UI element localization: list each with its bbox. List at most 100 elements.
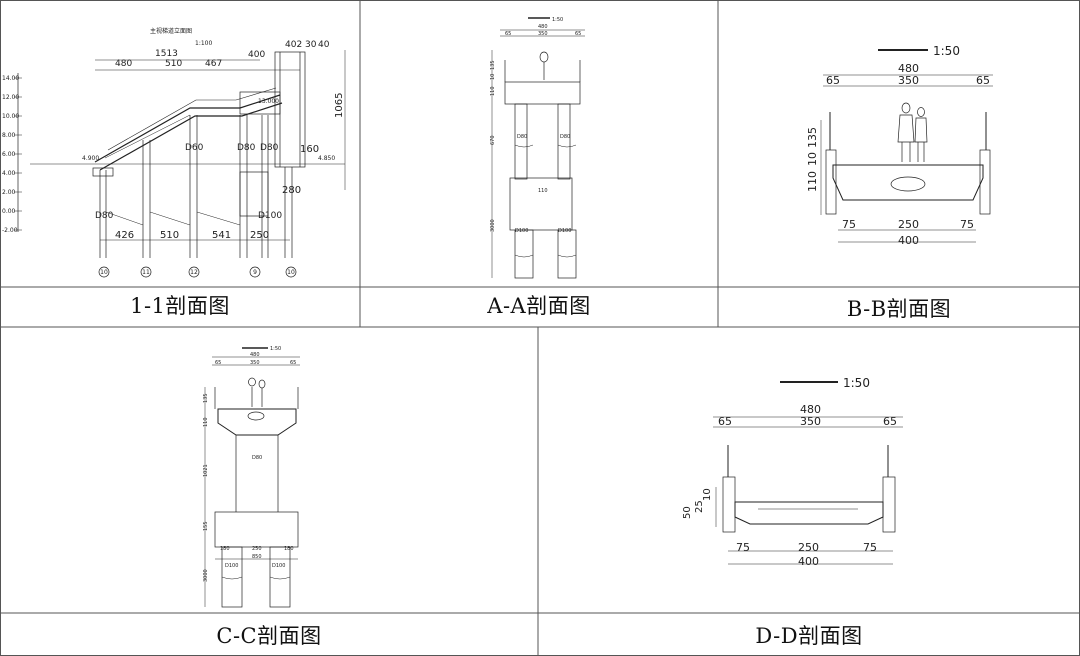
s11-axis-marks: 10 11 12 9 10 [100, 269, 295, 276]
s11-dim: 400 [248, 50, 265, 60]
panel-b-b-section: 1:50 480 65 350 65 135 10 110 75 250 75 … [718, 0, 1080, 327]
s11-dim: 467 [205, 59, 222, 69]
bb-bottom-dims: 75 250 75 400 [842, 218, 974, 247]
bb-height: 135 [806, 127, 819, 148]
s11-level: 13.000 [258, 98, 279, 105]
cc-scale: 1:50 [270, 346, 281, 352]
panel-c-c-section: 1:50 480 65 350 65 135 110 1021 155 3000… [0, 327, 538, 656]
cc-base: 850 [252, 554, 262, 560]
aa-dim: 65 [575, 31, 581, 37]
dd-bottom: 400 [798, 555, 819, 568]
s11-level: 4.850 [318, 155, 335, 162]
bb-side: 350 [898, 74, 919, 87]
cc-dim: 480 [250, 352, 260, 358]
drawing-a-a-section: 1:50 480 65 350 65 110 10 135 670 3000 D… [490, 17, 585, 279]
s11-dim: 480 [115, 59, 132, 69]
s11-title: 主视梯道立面图 [150, 27, 192, 35]
bb-height: 110 [806, 171, 819, 192]
aa-beam: 110 [538, 188, 548, 194]
bb-bottom-side: 75 [842, 218, 856, 231]
cc-dim: 65 [290, 360, 296, 366]
cc-top-dims: 480 65 350 65 [215, 352, 296, 366]
s11-axis: 10 [100, 269, 108, 276]
dd-top-dims: 480 65 350 65 [718, 403, 897, 428]
s11-axis: 11 [142, 269, 150, 276]
aa-height: 110 [490, 86, 496, 96]
aa-pier: D80 [517, 134, 527, 140]
bb-bottom-side: 75 [960, 218, 974, 231]
s11-elev: -2.00 [2, 227, 18, 234]
aa-pile: D100 [558, 228, 571, 234]
s11-span: 541 [212, 230, 231, 241]
dd-height: 25 [694, 500, 705, 513]
caption-b-b: B-B剖面图 [846, 297, 952, 321]
dd-height: 10 [702, 488, 713, 501]
panel-1-1-section: 主视梯道立面图 1:100 480 1513 510 467 400 402 3… [0, 0, 360, 327]
s11-title-scale: 1:100 [195, 40, 212, 47]
cc-height: 155 [203, 521, 209, 531]
s11-axis: 9 [253, 269, 257, 276]
s11-right-dim: 1065 [334, 93, 345, 118]
s11-dim: 30 [305, 40, 317, 50]
cc-height: 135 [203, 393, 209, 403]
cc-dim: 350 [250, 360, 260, 366]
aa-pile: D100 [515, 228, 528, 234]
drawing-b-b-section: 1:50 480 65 350 65 135 10 110 75 250 75 … [806, 44, 993, 247]
aa-height: 3000 [490, 219, 496, 232]
dd-height: 50 [682, 506, 693, 519]
dd-height-dims: 50 25 10 [682, 488, 713, 519]
s11-span-dims: 426 510 541 250 280 160 [115, 144, 319, 241]
aa-scale: 1:50 [552, 17, 563, 23]
cc-pile: D100 [225, 563, 238, 569]
aa-height: 670 [490, 135, 496, 145]
caption-c-c: C-C剖面图 [216, 624, 322, 648]
s11-elev: 6.00 [2, 151, 16, 158]
s11-span: 510 [160, 230, 179, 241]
bb-bottom-side: 250 [898, 218, 919, 231]
aa-height: 135 [490, 60, 496, 70]
dd-side: 350 [800, 415, 821, 428]
caption-1-1: 1-1剖面图 [130, 294, 230, 318]
s11-elev: 8.00 [2, 132, 16, 139]
s11-top-dims: 480 1513 510 467 400 402 30 40 [115, 40, 330, 69]
aa-pier: D80 [560, 134, 570, 140]
aa-height-dims: 110 10 135 670 3000 [490, 60, 496, 232]
bb-height: 10 [806, 152, 819, 166]
dd-bottom-side: 75 [736, 541, 750, 554]
drawing-d-d-section: 1:50 480 65 350 65 50 25 10 75 250 75 40… [682, 376, 903, 568]
s11-span: 280 [282, 185, 301, 196]
aa-top-dims: 480 65 350 65 [505, 24, 581, 37]
bb-bottom: 400 [898, 234, 919, 247]
s11-dim: 510 [165, 59, 182, 69]
s11-pile: D80 [237, 143, 256, 153]
s11-elev: 10.00 [2, 113, 19, 120]
s11-pile: D80 [260, 143, 279, 153]
panel-d-d-section: 1:50 480 65 350 65 50 25 10 75 250 75 40… [538, 327, 1080, 656]
cc-height: 1021 [203, 464, 209, 477]
s11-dim: 1513 [155, 49, 178, 59]
aa-piers: D80 D80 D100 D100 110 [515, 134, 571, 234]
panel-a-a-section: 1:50 480 65 350 65 110 10 135 670 3000 D… [360, 0, 718, 327]
s11-pile: D100 [258, 211, 282, 221]
bb-height-dims: 135 10 110 [806, 127, 819, 192]
s11-dim: 40 [318, 40, 330, 50]
bb-scale: 1:50 [933, 44, 960, 58]
caption-a-a: A-A剖面图 [487, 294, 591, 318]
dd-bottom-side: 75 [863, 541, 877, 554]
aa-dim: 480 [538, 24, 548, 30]
dd-side: 65 [718, 415, 732, 428]
s11-elev: 14.00 [2, 75, 19, 82]
cc-height-dims: 135 110 1021 155 3000 [203, 393, 209, 582]
aa-height: 10 [490, 74, 496, 80]
bb-side: 65 [976, 74, 990, 87]
s11-dim: 402 [285, 40, 302, 50]
drawing-c-c-section: 1:50 480 65 350 65 135 110 1021 155 3000… [203, 346, 300, 608]
cc-dim: 65 [215, 360, 221, 366]
bb-top-dims: 480 65 350 65 [826, 62, 990, 87]
s11-span: 426 [115, 230, 134, 241]
s11-pile: D80 [95, 211, 114, 221]
cc-height: 110 [203, 417, 209, 427]
cc-base-dims: 180 250 180 850 D100 D100 [220, 546, 294, 569]
bb-side: 65 [826, 74, 840, 87]
s11-pile: D60 [185, 143, 204, 153]
